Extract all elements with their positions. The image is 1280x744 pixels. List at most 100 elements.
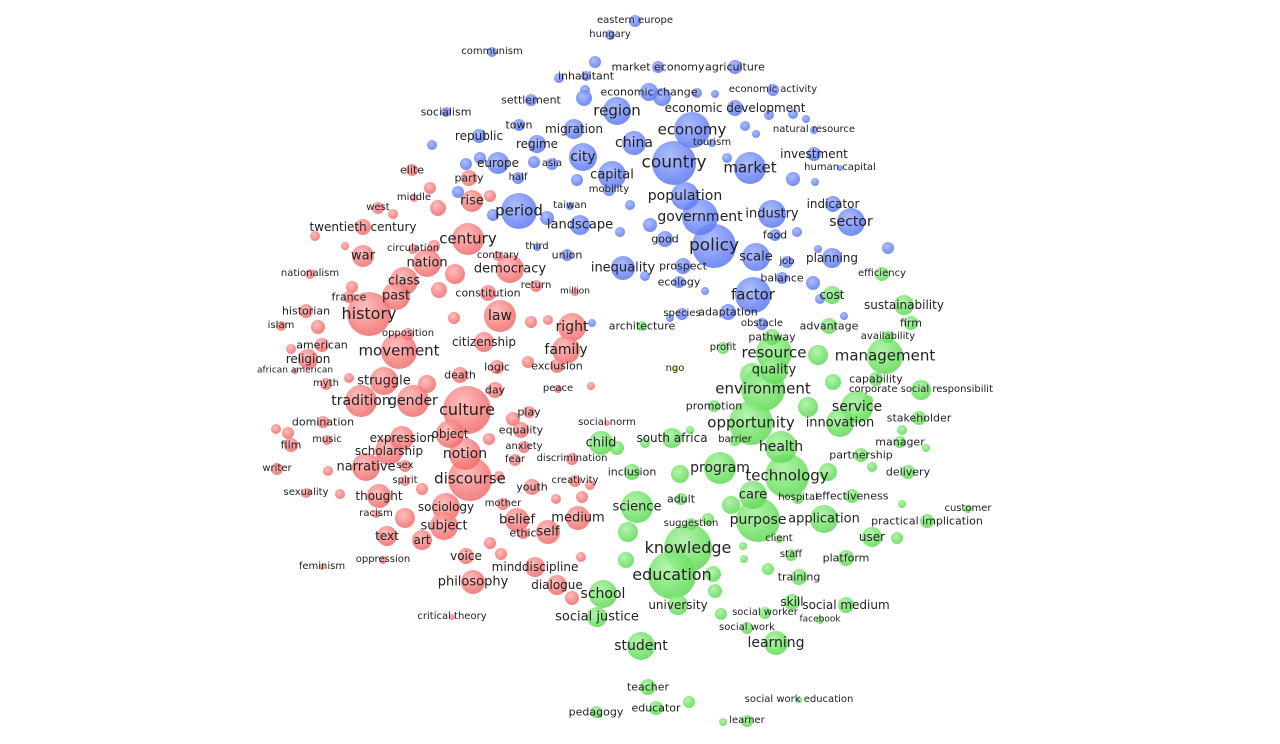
node-bubble[interactable] (821, 318, 837, 334)
node-label[interactable]: century (439, 229, 497, 248)
node-label[interactable]: natural resource (772, 124, 856, 135)
node-bubble[interactable] (776, 272, 788, 284)
node-bubble[interactable] (546, 158, 558, 170)
node-bubble[interactable] (784, 594, 800, 610)
node-bubble[interactable] (397, 385, 429, 417)
unlabeled-node-bubble[interactable] (344, 373, 354, 383)
node-bubble[interactable] (530, 280, 542, 292)
unlabeled-node-bubble[interactable] (898, 500, 906, 508)
unlabeled-node-bubble[interactable] (618, 522, 638, 542)
node-label[interactable]: partnership (829, 448, 893, 462)
node-bubble[interactable] (764, 631, 788, 655)
node-bubble[interactable] (769, 229, 781, 241)
unlabeled-node-bubble[interactable] (922, 444, 930, 452)
node-label[interactable]: manager (875, 435, 925, 449)
node-bubble[interactable] (911, 380, 931, 400)
node-bubble[interactable] (882, 331, 894, 343)
node-label[interactable]: health (758, 439, 804, 455)
node-label[interactable]: third (525, 241, 549, 252)
node-bubble[interactable] (727, 100, 743, 116)
node-label[interactable]: city (570, 149, 596, 165)
node-bubble[interactable] (493, 251, 503, 261)
node-label[interactable]: education (632, 565, 712, 584)
node-label[interactable]: citizenship (451, 335, 517, 349)
node-bubble[interactable] (672, 366, 678, 372)
node-bubble[interactable] (756, 318, 768, 330)
node-bubble[interactable] (298, 349, 318, 369)
unlabeled-node-bubble[interactable] (588, 319, 596, 327)
node-bubble[interactable] (441, 107, 451, 117)
node-bubble[interactable] (675, 258, 691, 274)
node-bubble[interactable] (436, 420, 464, 448)
node-label[interactable]: creativity (551, 475, 599, 486)
node-bubble[interactable] (587, 607, 607, 627)
node-label[interactable]: history (341, 304, 397, 323)
unlabeled-node-bubble[interactable] (643, 218, 657, 232)
node-label[interactable]: market economy (611, 60, 705, 74)
unlabeled-node-bubble[interactable] (764, 110, 774, 120)
node-label[interactable]: minddiscipline (491, 560, 579, 574)
node-label[interactable]: law (488, 308, 512, 324)
unlabeled-node-bubble[interactable] (811, 178, 819, 186)
node-bubble[interactable] (862, 527, 882, 547)
node-label[interactable]: rise (460, 193, 484, 209)
node-label[interactable]: war (351, 248, 375, 264)
node-bubble[interactable] (685, 518, 697, 530)
node-label[interactable]: planning (805, 251, 859, 265)
node-label[interactable]: pedagogy (568, 705, 624, 719)
node-bubble[interactable] (652, 141, 696, 185)
unlabeled-node-bubble[interactable] (806, 276, 820, 290)
node-label[interactable]: prospect (659, 259, 707, 273)
node-bubble[interactable] (390, 426, 414, 450)
node-label[interactable]: ecology (657, 275, 701, 289)
node-bubble[interactable] (854, 448, 868, 462)
node-bubble[interactable] (487, 47, 497, 57)
node-label[interactable]: factor (731, 285, 775, 304)
node-bubble[interactable] (525, 557, 545, 577)
node-label[interactable]: capability (849, 372, 903, 386)
node-label[interactable]: notion (442, 446, 488, 462)
node-label[interactable]: quality (751, 362, 797, 378)
node-bubble[interactable] (271, 463, 283, 475)
node-label[interactable]: feminism (298, 561, 346, 572)
node-label[interactable]: critical theory (417, 611, 487, 622)
unlabeled-node-bubble[interactable] (891, 532, 903, 544)
node-label[interactable]: oppression (355, 554, 411, 565)
node-label[interactable]: asia (541, 158, 563, 169)
unlabeled-node-bubble[interactable] (722, 153, 732, 163)
unlabeled-node-bubble[interactable] (740, 121, 750, 131)
unlabeled-node-bubble[interactable] (671, 465, 689, 483)
node-label[interactable]: american (296, 338, 348, 352)
node-label[interactable]: taiwan (553, 200, 587, 211)
unlabeled-node-bubble[interactable] (311, 320, 325, 334)
node-label[interactable]: historian (281, 304, 331, 318)
node-label[interactable]: migration (545, 122, 603, 136)
node-label[interactable]: social work (719, 622, 775, 633)
node-label[interactable]: democracy (473, 261, 547, 277)
node-bubble[interactable] (629, 15, 641, 27)
node-label[interactable]: efficiency (857, 268, 907, 279)
node-label[interactable]: population (647, 188, 723, 204)
node-bubble[interactable] (590, 706, 602, 718)
node-bubble[interactable] (845, 489, 859, 503)
node-label[interactable]: hungary (589, 29, 631, 40)
node-label[interactable]: care (738, 487, 768, 503)
unlabeled-node-bubble[interactable] (792, 227, 802, 237)
unlabeled-node-bubble[interactable] (740, 555, 748, 563)
node-bubble[interactable] (501, 193, 537, 229)
node-label[interactable]: settlement (501, 93, 561, 107)
node-label[interactable]: architecture (608, 319, 676, 333)
node-label[interactable]: socialism (420, 105, 472, 119)
node-label[interactable]: china (615, 135, 653, 151)
node-label[interactable]: class (387, 273, 421, 289)
node-bubble[interactable] (547, 575, 567, 595)
unlabeled-node-bubble[interactable] (897, 425, 907, 435)
unlabeled-node-bubble[interactable] (335, 489, 345, 499)
node-label[interactable]: gender (388, 393, 438, 409)
node-label[interactable]: client (765, 533, 793, 544)
node-bubble[interactable] (920, 514, 934, 528)
node-bubble[interactable] (513, 422, 529, 438)
node-label[interactable]: narrative (336, 459, 396, 475)
node-label[interactable]: learner (729, 715, 765, 726)
node-label[interactable]: discourse (434, 469, 506, 488)
